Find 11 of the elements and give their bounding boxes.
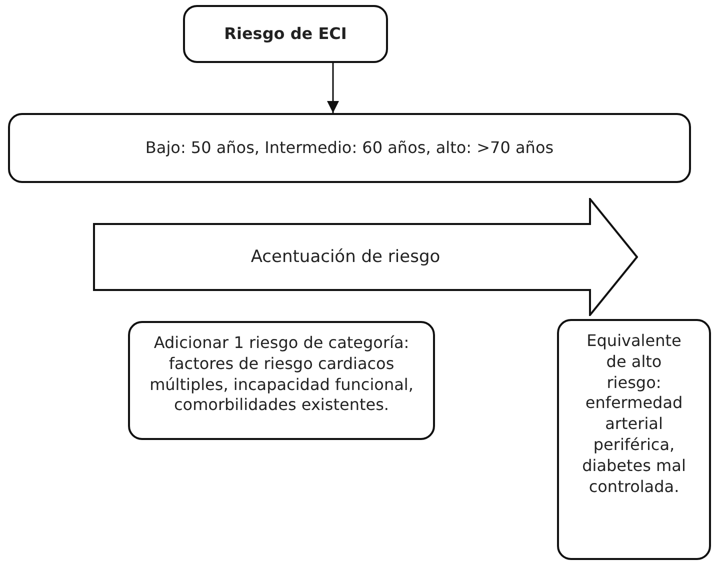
rounded-box bbox=[8, 113, 691, 183]
box-text: Adicionar 1 riesgo de categoría: factores de riesgo cardiacos múltiples, incapacidad funcional, comorbilidades existentes. bbox=[148, 333, 414, 416]
rounded-box bbox=[557, 319, 711, 560]
rounded-box bbox=[128, 321, 435, 440]
block-arrow bbox=[93, 198, 638, 316]
arrow bbox=[327, 63, 339, 113]
rounded-box bbox=[183, 5, 388, 63]
box-text: Bajo: 50 años, Intermedio: 60 años, alto: >70 años bbox=[145, 138, 554, 158]
box-text: Riesgo de ECI bbox=[224, 24, 347, 44]
box-text: Equivalente de alto riesgo: enfermedad arterial periférica, diabetes mal controlada. bbox=[581, 331, 687, 498]
box-text: Acentuación de riesgo bbox=[250, 246, 440, 268]
